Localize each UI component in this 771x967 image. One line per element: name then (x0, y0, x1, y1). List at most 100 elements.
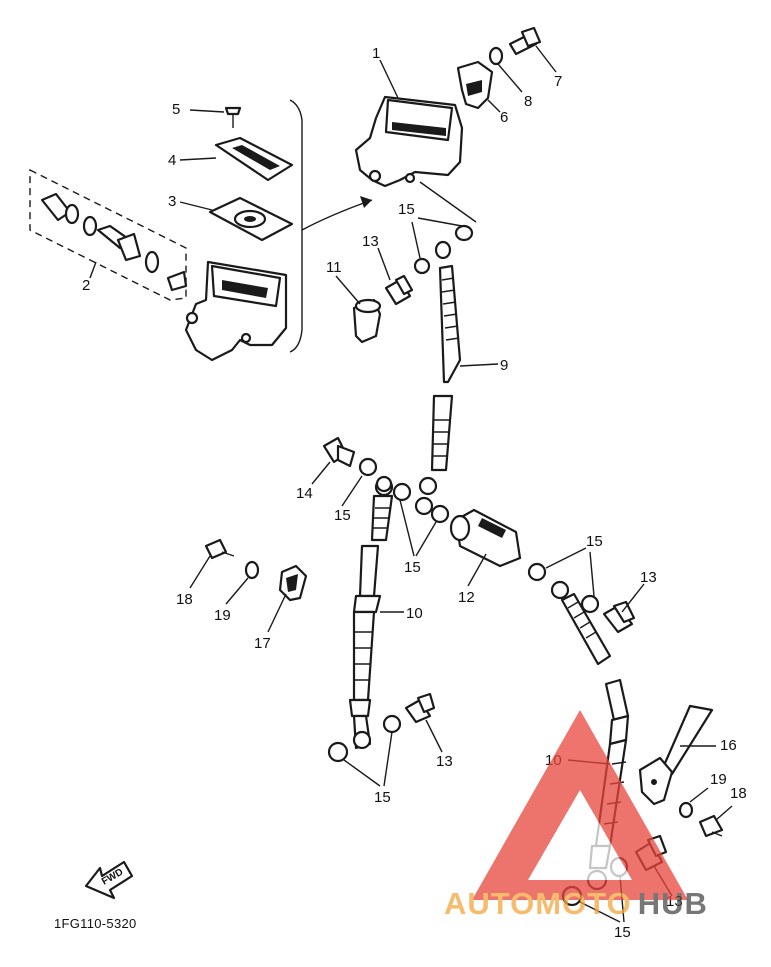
leader-3a (179, 201, 213, 211)
callout-15a: 15 (398, 201, 415, 218)
leader-18a (189, 555, 211, 589)
callout-6: 6 (500, 109, 508, 126)
leader-15b (341, 475, 363, 507)
switch-11 (352, 298, 382, 344)
cap-4 (214, 136, 294, 182)
callout-15c: 15 (404, 559, 421, 576)
watermark-text-hub: HUB (638, 886, 708, 921)
callout-16: 16 (720, 737, 737, 754)
callout-13b: 13 (640, 569, 657, 586)
washer-15d (527, 562, 600, 614)
leader-19a (225, 577, 249, 605)
watermark-text-auto: AUTO (444, 886, 535, 921)
leader-15f-1 (579, 901, 621, 923)
callout-9: 9 (500, 357, 508, 374)
callout-15b: 15 (334, 507, 351, 524)
bolt-7 (508, 26, 542, 56)
leader-9 (459, 363, 499, 367)
washer-8 (488, 46, 504, 66)
leader-1 (379, 59, 399, 99)
washer-19a (244, 560, 260, 580)
leader-15e-2 (383, 731, 393, 787)
union-bolt-13b (602, 600, 636, 634)
bolt-18a (204, 538, 235, 560)
union-bolt-13a (384, 274, 414, 306)
callout-15f: 15 (614, 924, 631, 941)
clamp-17 (278, 564, 308, 602)
leader-11 (335, 275, 361, 305)
reservoir-body (184, 260, 288, 362)
brake-hose-9 (418, 240, 462, 496)
callout-19b: 19 (710, 771, 727, 788)
leader-13a (377, 247, 391, 281)
leader-15d-2 (589, 551, 595, 597)
piston-kit-2 (40, 192, 188, 292)
bolt-18b (698, 814, 724, 838)
leader-15e-1 (343, 759, 381, 787)
leader-13c (425, 719, 443, 753)
group-arrowhead (360, 196, 372, 208)
callout-15e: 15 (374, 789, 391, 806)
group-bracket (289, 99, 303, 353)
callout-13c: 13 (436, 753, 453, 770)
callout-19a: 19 (214, 607, 231, 624)
callout-5: 5 (172, 101, 180, 118)
screw-5 (224, 106, 242, 128)
callout-labels: 1 2 3 4 5 6 7 8 9 10 10 11 12 13 13 13 1… (82, 45, 747, 941)
leader-19b (689, 787, 709, 803)
leader-2 (89, 261, 97, 279)
callout-8: 8 (524, 93, 532, 110)
leader-4 (179, 157, 217, 161)
callout-15d: 15 (586, 533, 603, 550)
callout-1: 1 (372, 45, 380, 62)
callout-13a: 13 (362, 233, 379, 250)
leader-6 (487, 99, 501, 113)
brake-hose-10a (348, 475, 394, 750)
callout-10a: 10 (406, 605, 423, 622)
callout-18a: 18 (176, 591, 193, 608)
holder-6 (456, 60, 494, 110)
union-bolt-13c (404, 692, 436, 724)
group-arrow (301, 199, 373, 231)
washer-19b (678, 801, 694, 819)
joint-12 (449, 508, 522, 568)
leader-8 (497, 63, 523, 93)
washer-15b (358, 457, 378, 477)
leader-18b (715, 805, 733, 821)
leader-5 (189, 109, 225, 113)
callout-11: 11 (326, 259, 342, 276)
leader-15a-1 (417, 217, 463, 227)
piston-kit-outline (29, 168, 187, 301)
callout-7: 7 (554, 73, 562, 90)
fwd-arrow-icon: FWD (84, 860, 134, 900)
watermark-text-moto: MOTO (535, 886, 631, 921)
washer-15a (413, 224, 474, 275)
leader-17 (267, 593, 287, 633)
callout-4: 4 (168, 152, 176, 169)
callout-3: 3 (168, 193, 176, 210)
union-bolt-14 (322, 436, 356, 468)
leader-15a-2 (411, 221, 421, 259)
leader-15c-2 (415, 521, 437, 557)
diaphragm-3 (208, 196, 294, 242)
leader-15c-1 (399, 499, 415, 557)
callout-17: 17 (254, 635, 271, 652)
leader-15d-1 (545, 547, 587, 569)
watermark-triangle-inner-icon (528, 790, 632, 880)
leader-14 (311, 461, 331, 485)
callout-2: 2 (82, 277, 90, 294)
leader-7 (535, 45, 557, 73)
callout-12: 12 (458, 589, 475, 606)
part-code: 1FG110-5320 (54, 916, 137, 931)
leader-1-link (419, 181, 477, 223)
leader-12 (467, 553, 487, 587)
callout-14: 14 (296, 485, 313, 502)
bracket-16 (638, 704, 714, 806)
leader-13b (621, 583, 645, 613)
callout-18b: 18 (730, 785, 747, 802)
washer-15e (327, 714, 402, 763)
master-cylinder-assembly (354, 95, 464, 188)
